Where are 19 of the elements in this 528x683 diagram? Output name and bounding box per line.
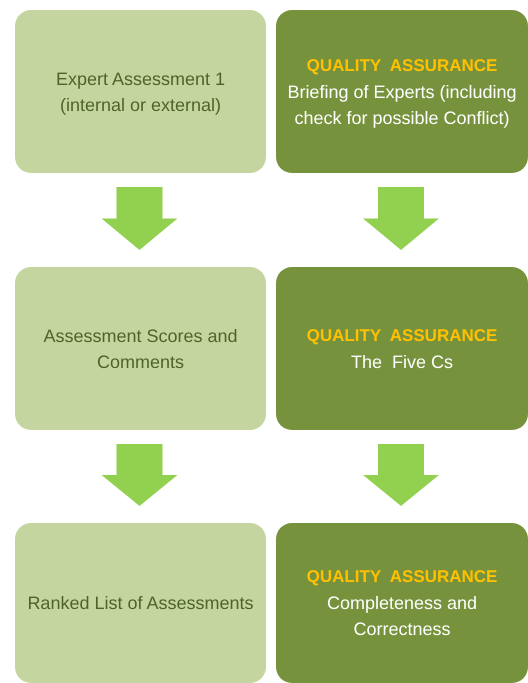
box-text: Ranked List of Assessments	[27, 592, 254, 615]
box-heading: QUALITY ASSURANCE	[306, 566, 498, 588]
box-text: Assessment Scores and Comments	[42, 324, 239, 374]
box-text: Expert Assessment 1 (internal or external)	[54, 68, 226, 117]
process-box	[15, 267, 266, 430]
process-box	[15, 523, 266, 683]
process-box	[276, 267, 528, 430]
box-heading: QUALITY ASSURANCE	[306, 54, 498, 76]
box-text: Completeness and Correctness	[326, 592, 478, 641]
block-arrow	[363, 444, 439, 506]
block-arrow	[363, 187, 439, 250]
box-text: Briefing of Experts (including check for possible Conflict)	[286, 80, 518, 130]
process-box	[276, 523, 528, 683]
block-arrow	[102, 187, 178, 250]
block-arrow	[102, 444, 178, 506]
process-box	[276, 10, 528, 173]
process-box	[15, 10, 266, 173]
box-heading: QUALITY ASSURANCE	[306, 324, 498, 346]
box-text: The Five Cs	[350, 350, 454, 374]
